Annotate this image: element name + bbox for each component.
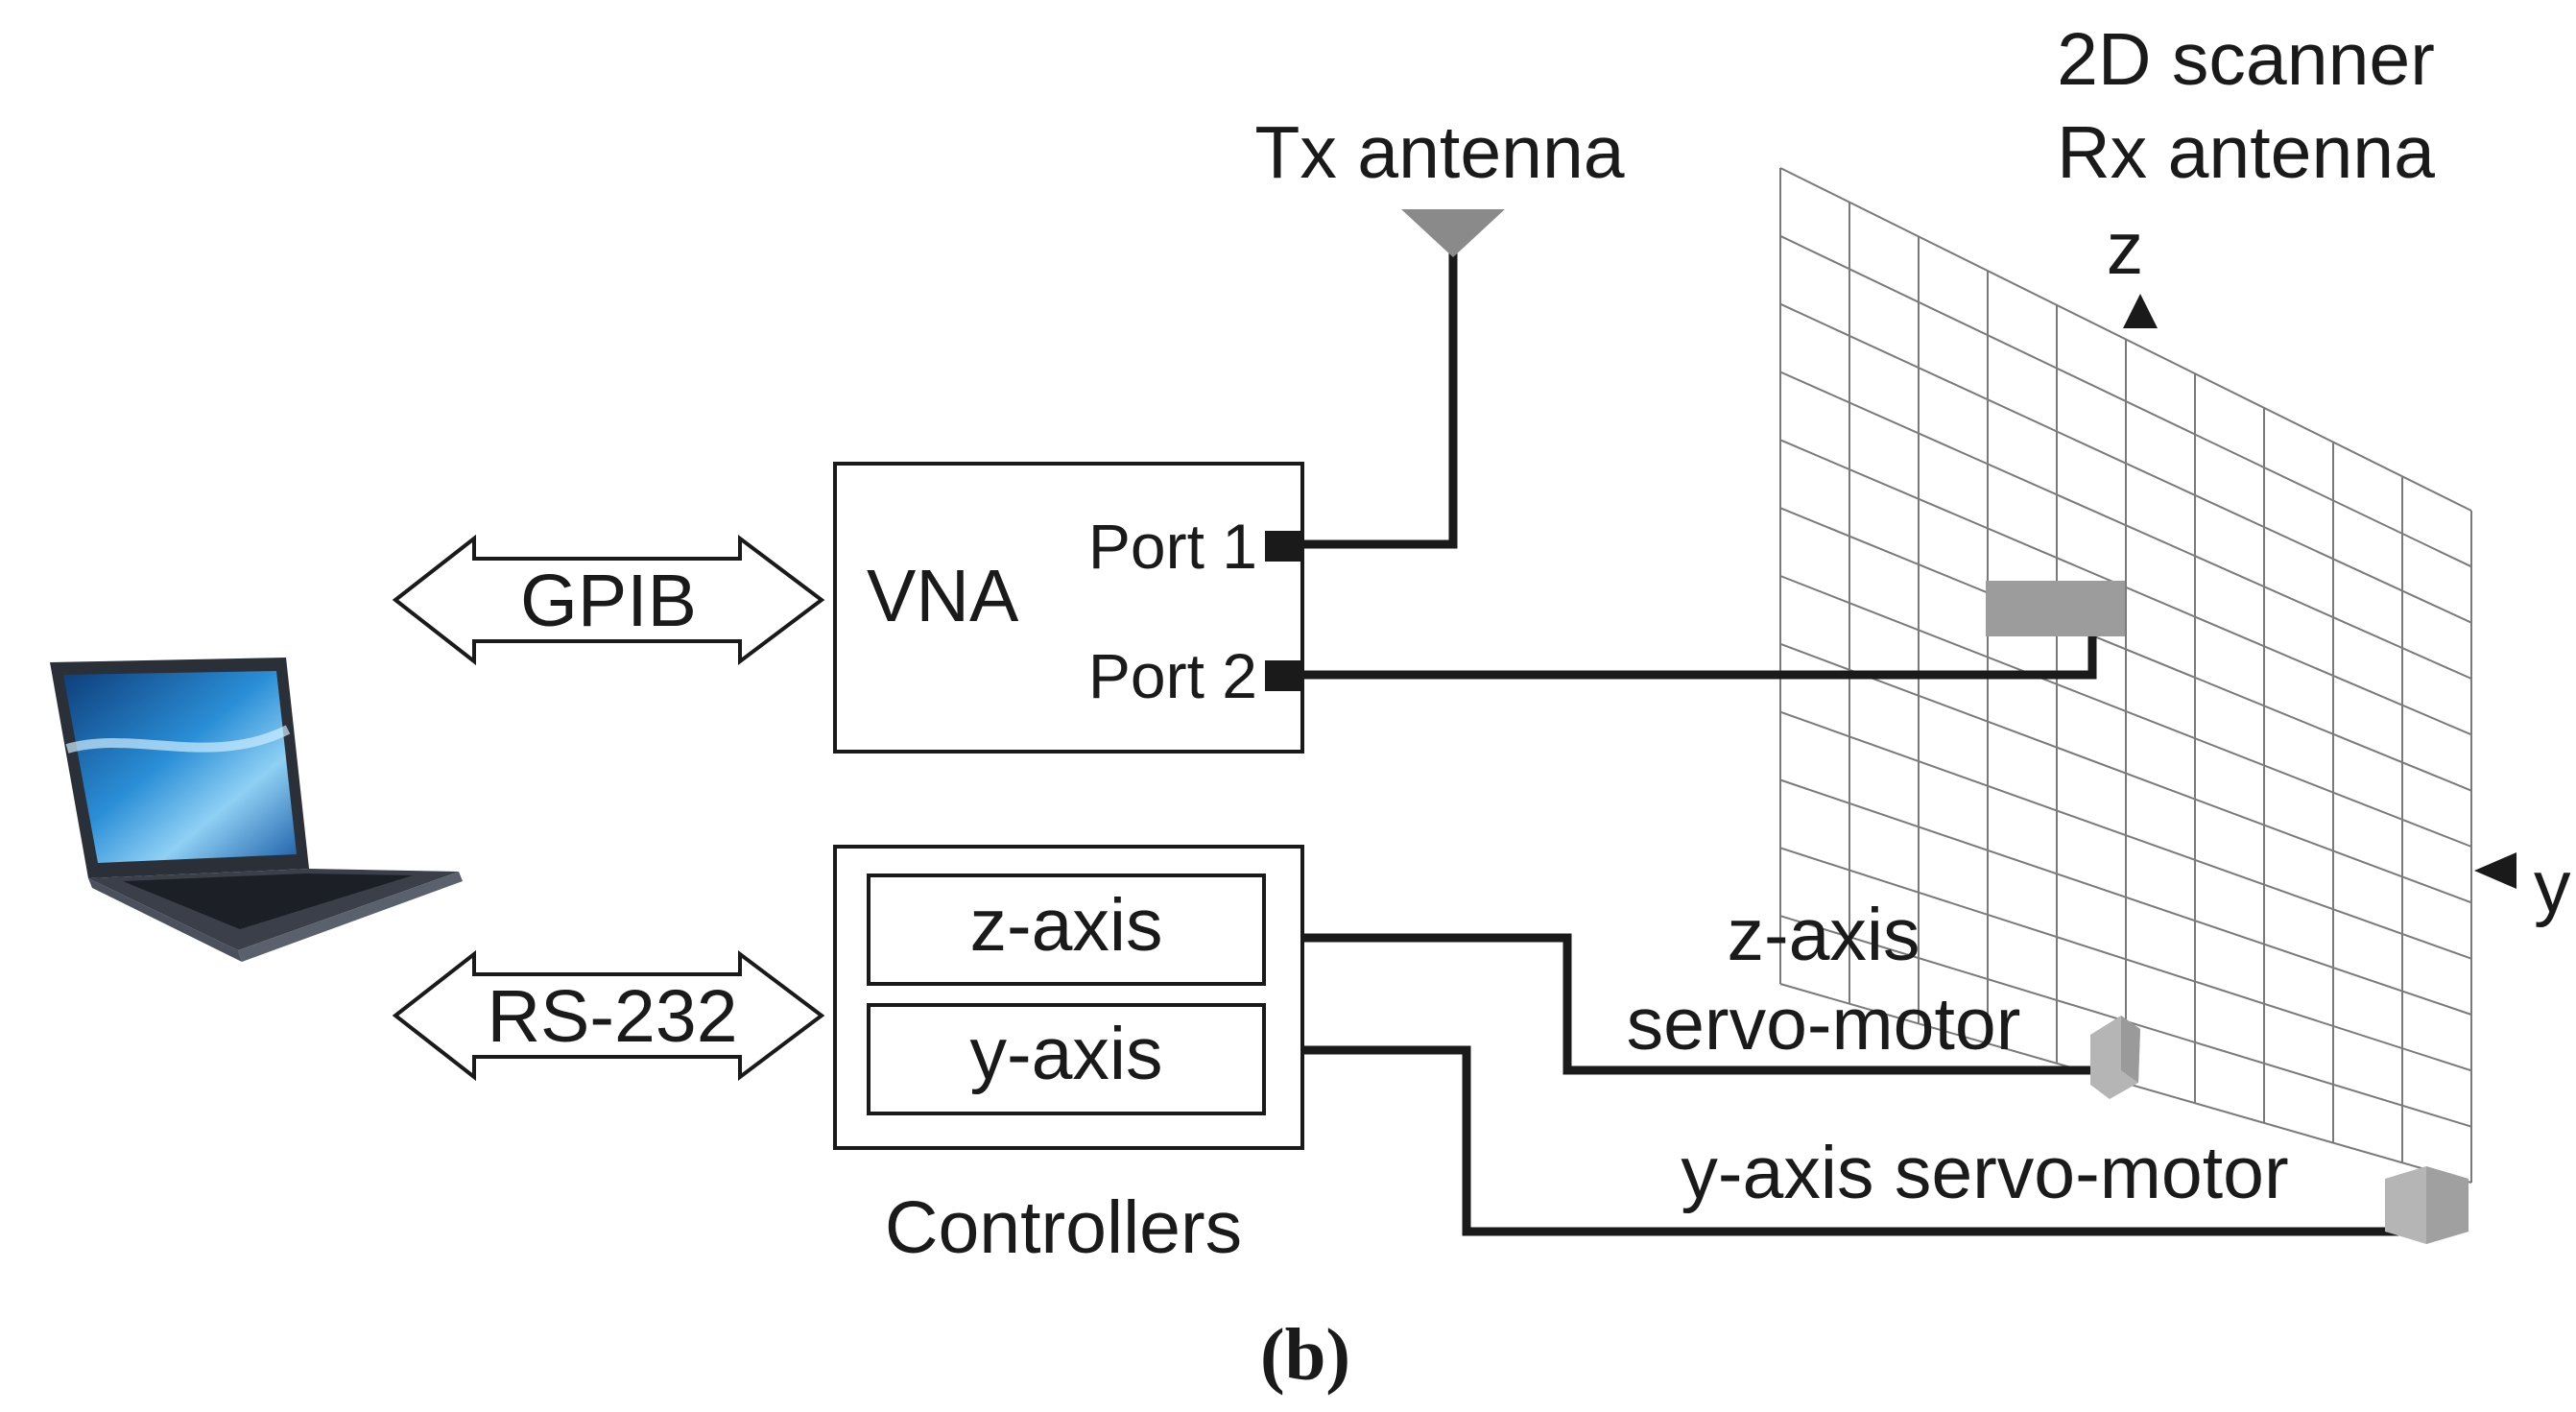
gpib-label: GPIB — [520, 560, 697, 642]
antenna-icon — [1401, 209, 1505, 257]
port2-label: Port 2 — [1088, 640, 1257, 711]
laptop-icon — [50, 658, 463, 962]
port1-cable — [1301, 251, 1458, 549]
tx-antenna-label: Tx antenna — [1254, 111, 1624, 194]
scanner-label-line1: 2D scanner — [2057, 18, 2435, 101]
z-axis-controller-label: z-axis — [969, 884, 1162, 967]
rs232-connection: RS-232 — [392, 949, 825, 1082]
controllers-box: z-axis y-axis Controllers — [833, 845, 1304, 1269]
z-motor-cable — [1302, 933, 2092, 1075]
port2-cable — [1301, 629, 2097, 680]
y-axis-indicator: y — [2474, 846, 2571, 928]
gpib-connection: GPIB — [392, 534, 825, 666]
y-servo-motor-icon — [2385, 1166, 2469, 1244]
scanner-grid-horizontal-line — [1779, 439, 2472, 736]
scanner-grid-horizontal-line — [1779, 710, 2472, 960]
rs232-double-arrow — [392, 949, 825, 1082]
rx-antenna-block — [1986, 581, 2125, 636]
cables — [1301, 251, 2401, 1236]
z-axis-symbol: z — [2107, 207, 2144, 290]
gpib-double-arrow — [392, 534, 825, 666]
vna-box: VNA Port 1 Port 2 — [833, 462, 1304, 754]
controllers-label: Controllers — [885, 1186, 1242, 1269]
z-axis-arrowhead — [2123, 294, 2158, 328]
port1-connector — [1265, 531, 1301, 562]
y-motor-cable — [1302, 1045, 2401, 1236]
z-motor-label-line2: servo-motor — [1627, 983, 2021, 1065]
z-axis-indicator: z — [2107, 207, 2158, 328]
scanner-label-line2: Rx antenna — [2057, 111, 2435, 194]
scanner-grid-horizontal-line — [1779, 642, 2472, 904]
y-axis-controller-label: y-axis — [969, 1013, 1162, 1095]
scanner-grid-horizontal-line — [1779, 575, 2472, 848]
scanner-grid-horizontal-line — [1779, 302, 2472, 624]
scanner-grid-horizontal-line — [1779, 371, 2472, 680]
scanner-grid-horizontal-line — [1779, 507, 2472, 792]
y-axis-symbol: y — [2534, 846, 2571, 928]
z-axis-controller — [867, 874, 1266, 986]
y-axis-controller — [867, 1003, 1266, 1115]
y-axis-arrowhead — [2474, 852, 2516, 889]
vna-label: VNA — [867, 555, 1019, 637]
scanner-grid-horizontal-line — [1779, 167, 2472, 512]
z-motor-label-line1: z-axis — [1727, 894, 1920, 976]
port2-connector — [1265, 660, 1301, 691]
y-motor-label: y-axis servo-motor — [1681, 1132, 2288, 1214]
figure-caption: (b) — [1260, 1313, 1350, 1396]
scanner-grid-horizontal-line — [1779, 847, 2472, 1072]
z-servo-motor-icon — [2090, 1016, 2140, 1099]
scanner-grid-horizontal-line — [1779, 234, 2472, 568]
scanner-grid — [1779, 167, 2472, 1184]
scanner-grid-horizontal-line — [1779, 778, 2472, 1016]
port1-label: Port 1 — [1088, 511, 1257, 582]
rs232-label: RS-232 — [487, 975, 737, 1058]
